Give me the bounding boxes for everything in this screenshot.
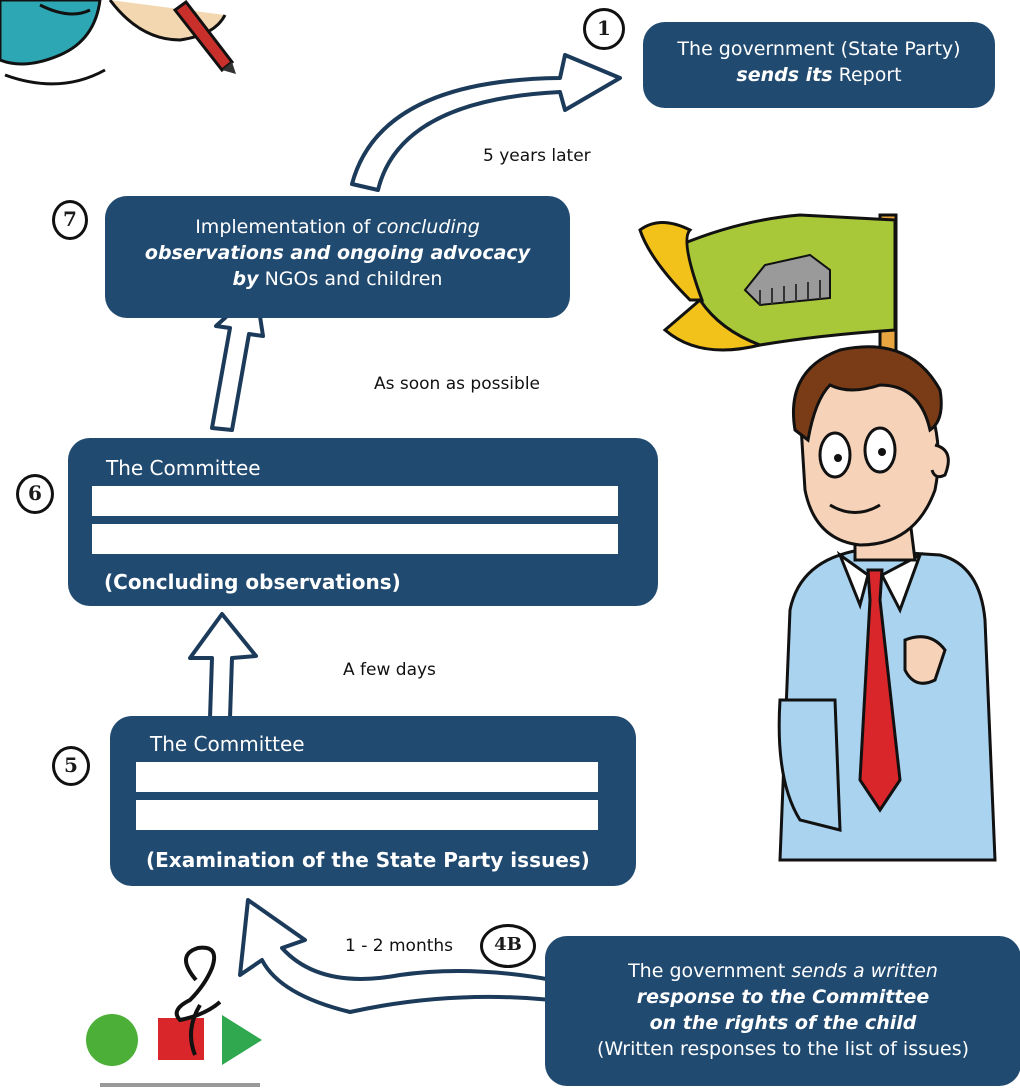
response-box: The government sends a written response … xyxy=(545,936,1020,1086)
implementation-box: Implementation of concluding observation… xyxy=(105,196,570,318)
response-line1-italic: sends a written xyxy=(791,960,938,982)
committee5-blank-2 xyxy=(136,800,598,830)
label-five-years: 5 years later xyxy=(483,146,591,166)
label-one-two-months: 1 - 2 months xyxy=(345,936,454,956)
arrow-to-report xyxy=(350,53,622,192)
pencil-cartoon-icon xyxy=(0,0,236,86)
committee6-blank-1 xyxy=(92,486,618,516)
committee5-box: The Committee (Examination of the State … xyxy=(110,716,636,886)
implementation-line1-italic: concluding xyxy=(376,216,480,238)
committee5-footer: (Examination of the State Party issues) xyxy=(146,848,590,872)
step-7-marker: 7 xyxy=(52,200,88,240)
committee5-blank-1 xyxy=(136,762,598,792)
report-line1: The government (State Party) xyxy=(677,38,961,60)
implementation-line3-rest: NGOs and children xyxy=(258,268,443,290)
response-line4: (Written responses to the list of issues… xyxy=(596,1038,970,1060)
committee5-heading: The Committee xyxy=(150,732,305,756)
report-line2-emphasis: sends its xyxy=(736,64,833,86)
response-line3: on the rights of the child xyxy=(649,1012,917,1034)
committee6-footer: (Concluding observations) xyxy=(104,570,401,594)
report-box: The government (State Party) sends its R… xyxy=(643,22,995,108)
step-5-marker: 5 xyxy=(52,746,90,786)
arrow-to-committee5 xyxy=(238,898,554,1014)
committee6-heading: The Committee xyxy=(106,456,261,480)
committee6-blank-2 xyxy=(92,524,618,554)
committee6-box: The Committee (Concluding observations) xyxy=(68,438,658,606)
label-asap: As soon as possible xyxy=(374,374,541,394)
step-1-marker: 1 xyxy=(583,8,625,50)
logo-shapes-icon xyxy=(86,945,262,1087)
label-few-days: A few days xyxy=(343,660,436,680)
step-6-marker: 6 xyxy=(16,474,54,514)
implementation-line1-plain: Implementation of xyxy=(195,216,377,238)
implementation-line2: observations and ongoing advocacy xyxy=(144,242,531,264)
response-line2: response to the Committee xyxy=(636,986,930,1008)
step-4b-marker: 4B xyxy=(480,924,536,968)
implementation-line3-emphasis: by xyxy=(232,268,259,290)
report-line2-rest: Report xyxy=(832,64,902,86)
official-with-flag-icon xyxy=(638,213,997,862)
response-line1-plain: The government xyxy=(628,960,792,982)
arrow-to-committee6 xyxy=(188,612,258,720)
